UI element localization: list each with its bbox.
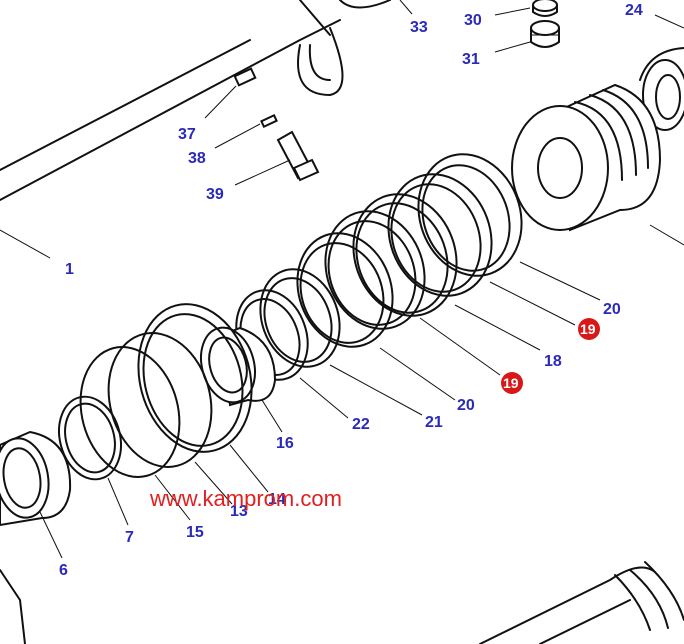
- cylinder-body: [0, 0, 344, 259]
- seal-15: [79, 346, 191, 521]
- bolt-39: [234, 130, 320, 186]
- seal-14: [137, 303, 269, 493]
- ring-19-upper: [387, 173, 576, 326]
- ring-20-upper: [417, 153, 601, 301]
- part-33-cap: [339, 0, 413, 15]
- label-6: 6: [59, 562, 68, 579]
- watermark: www.kamprom.com: [149, 486, 342, 511]
- label-30: 30: [464, 12, 482, 29]
- label-20-upper: 20: [603, 301, 621, 318]
- label-20-lower: 20: [457, 397, 475, 414]
- pin-38: [214, 113, 278, 149]
- key-37: [204, 67, 257, 119]
- ring-7: [58, 395, 129, 526]
- ring-19-lower: [324, 210, 501, 376]
- bushing-6: [0, 430, 72, 559]
- ring-21: [259, 268, 423, 416]
- plug-30: [494, 0, 558, 17]
- label-37: 37: [178, 126, 196, 143]
- plug-31: [494, 20, 560, 53]
- ring-20-lower: [296, 232, 456, 401]
- label-7: 7: [125, 529, 134, 546]
- label-33: 33: [410, 19, 428, 36]
- label-14: 14: [268, 491, 286, 508]
- label-19-upper: 19: [580, 321, 596, 337]
- badge-19-upper: 19: [578, 318, 600, 340]
- label-19-lower: 19: [503, 375, 519, 391]
- label-38: 38: [188, 150, 206, 167]
- label-15: 15: [186, 524, 204, 541]
- label-22: 22: [352, 416, 370, 433]
- gland-24: [639, 14, 684, 131]
- label-39: 39: [206, 186, 224, 203]
- ring-18: [352, 193, 541, 351]
- label-13: 13: [230, 503, 248, 520]
- badge-19-lower: 19: [501, 372, 523, 394]
- piston-rod: [0, 561, 684, 644]
- label-1: 1: [65, 261, 74, 278]
- label-16: 16: [276, 435, 294, 452]
- label-24: 24: [625, 2, 643, 19]
- label-21: 21: [425, 414, 443, 431]
- piston: [511, 83, 684, 246]
- label-31: 31: [462, 51, 480, 68]
- label-18: 18: [544, 353, 562, 370]
